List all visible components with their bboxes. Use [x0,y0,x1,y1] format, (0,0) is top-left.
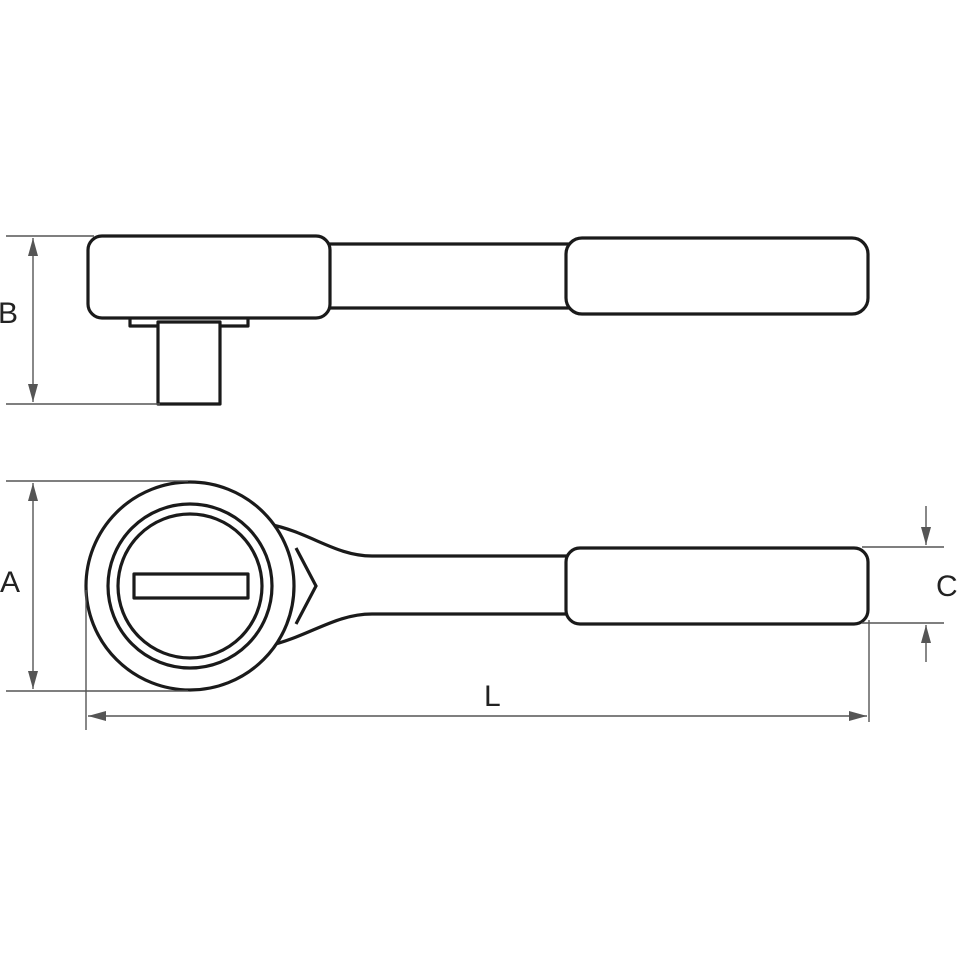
dimension-l-arrow-right [849,711,867,721]
dimension-b-label: B [0,297,18,330]
dimension-a-arrow-bottom [28,671,38,689]
dimension-c: C [862,506,958,662]
top-view [84,480,870,692]
dimension-c-label: C [936,570,958,603]
top-view-neck-notch [294,547,318,625]
side-view-square-drive [156,320,222,406]
dimension-a-arrow-top [28,483,38,501]
side-view [86,234,870,406]
top-view-head-ring [106,502,274,670]
dimension-c-arrow-bottom [921,625,931,643]
top-view-neck [266,522,574,648]
dimension-l: L [85,590,870,730]
dimension-l-arrow-left [88,711,106,721]
top-view-reversing-lever [132,572,250,600]
side-view-handle-grip [564,236,870,316]
side-view-shaft [326,242,574,310]
dimension-l-label: L [484,680,501,713]
dimension-a-label: A [0,566,20,599]
dimension-b-arrow-top [28,238,38,256]
top-view-head-inner [116,512,264,660]
dimension-a: A [0,480,188,692]
top-view-handle-grip [564,546,870,626]
dimension-b: B [0,235,160,405]
dimension-c-arrow-top [921,527,931,545]
dimension-b-arrow-bottom [28,384,38,402]
side-view-head [86,234,332,320]
